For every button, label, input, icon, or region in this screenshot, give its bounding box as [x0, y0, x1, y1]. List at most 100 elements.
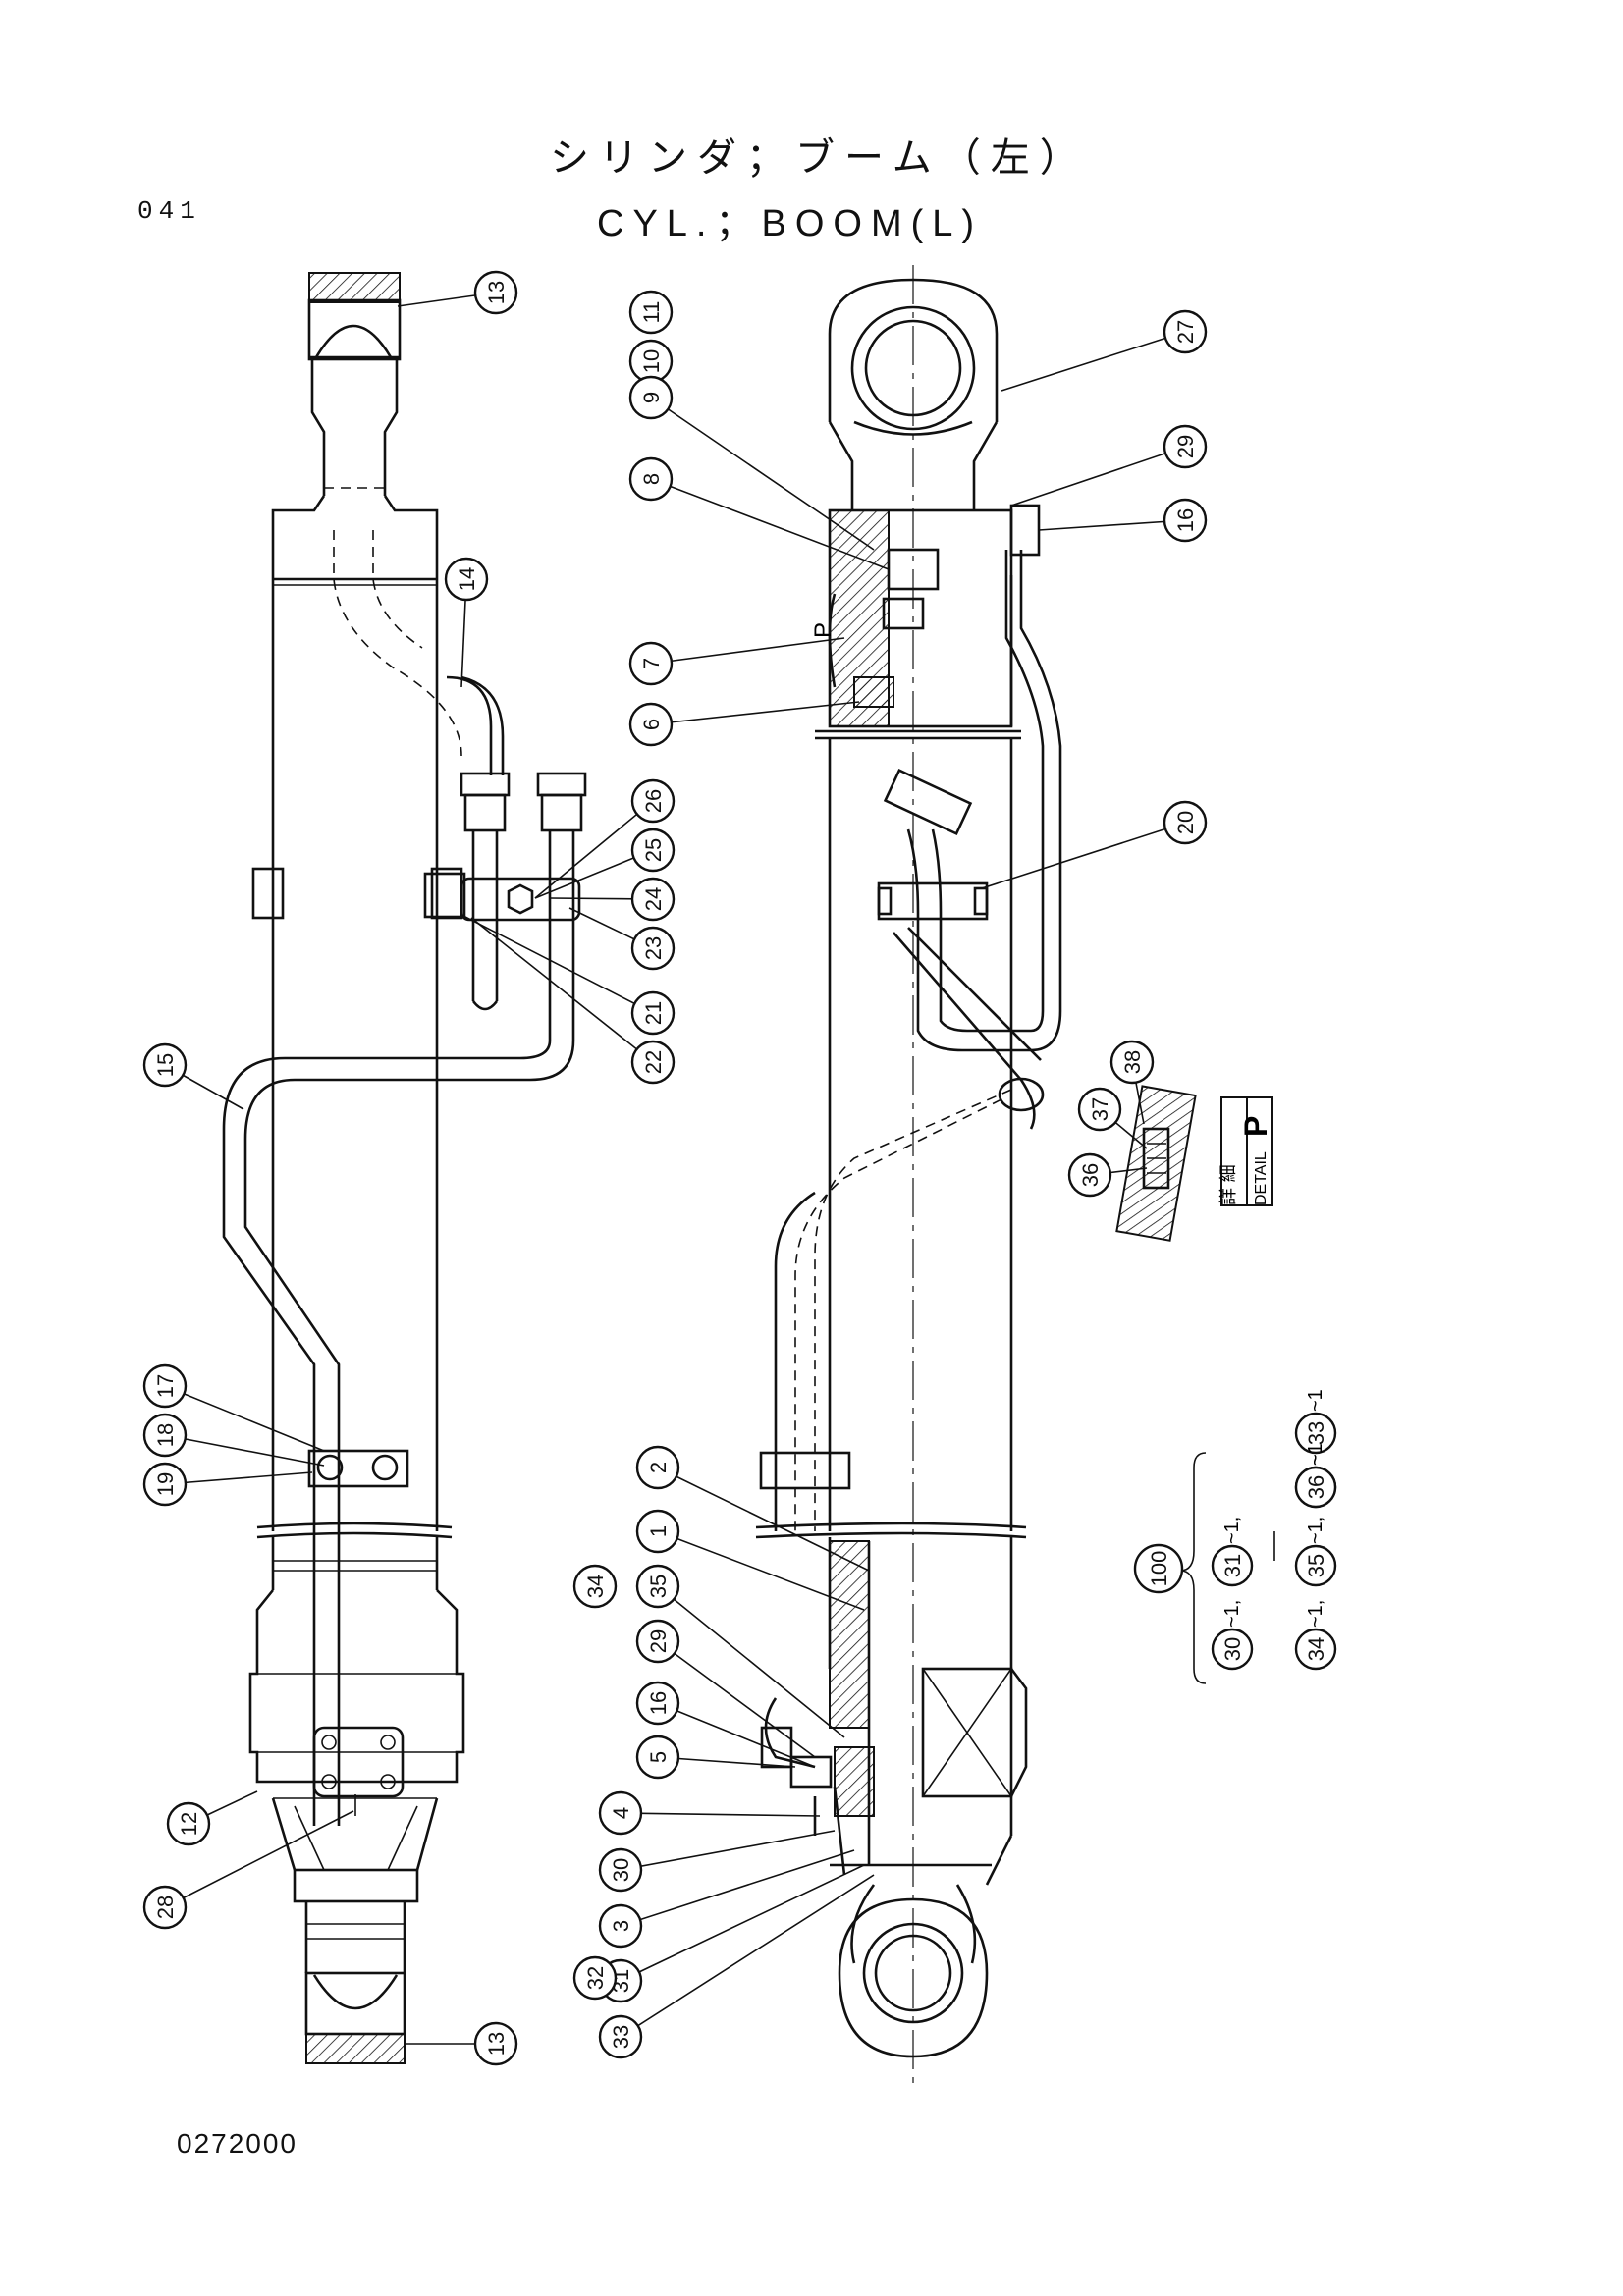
callout-label-left-15-8: 15 [153, 1053, 178, 1077]
callout-label-right-4-20: 4 [609, 1807, 633, 1819]
callout-right-33-25: 33 [598, 2014, 643, 2059]
callout-label-right-3-22: 3 [609, 1920, 633, 1932]
bottom-eye-right [838, 1884, 989, 2058]
callout-right-27-6: 27 [1163, 309, 1208, 354]
leader-right-1-14 [657, 1530, 865, 1611]
callout-left-18-10: 18 [142, 1413, 188, 1458]
callout-kit-30: 30 [1211, 1628, 1254, 1671]
callout-label-right-2-13: 2 [646, 1462, 671, 1473]
detail-p-box: 詳 細 DETAIL P [1218, 1096, 1273, 1206]
leader-left-28-13 [164, 1810, 354, 1908]
bottom-eye-left [304, 1901, 406, 2064]
callout-left-15-8: 15 [142, 1042, 188, 1088]
leader-right-6-5 [650, 701, 860, 725]
detail-p-section [1115, 1085, 1197, 1242]
kit-suffix-31: ~1, [1221, 1517, 1243, 1544]
kit-suffix-34: ~1, [1305, 1600, 1326, 1628]
title-english: CYL.；BOOM(L) [597, 203, 984, 244]
title-japanese: シリンダ；ブーム（左） [550, 135, 1089, 181]
callout-label-right-6-5: 6 [639, 719, 664, 730]
leader-right-33-25 [620, 1874, 875, 2038]
leader-right-20-9 [981, 822, 1186, 889]
callout-label-right-7-4: 7 [639, 658, 664, 669]
callout-label-kit-34: 34 [1304, 1637, 1328, 1661]
leader-left-21-6 [460, 914, 654, 1014]
detail-kanji: 詳 細 [1218, 1164, 1239, 1205]
callout-left-21-6: 21 [630, 990, 676, 1036]
kit-suffix-33: ~1 [1305, 1389, 1326, 1412]
drawing-number: 0272000 [177, 2128, 298, 2159]
callout-right-34-15: 34 [572, 1564, 618, 1609]
leader-right-9-2 [650, 397, 875, 551]
callout-left-14-1: 14 [444, 557, 489, 602]
callout-label-left-28-13: 28 [153, 1896, 178, 1919]
callout-label-right-20-9: 20 [1173, 811, 1198, 834]
leader-left-18-10 [164, 1434, 325, 1467]
leader-right-3-22 [620, 1849, 855, 1927]
leader-left-17-9 [164, 1385, 325, 1452]
leader-right-16-8 [1038, 519, 1186, 531]
callout-label-right-9-2: 9 [639, 392, 664, 403]
callout-label-right-29-7: 29 [1173, 435, 1198, 458]
callout-right-10-1: 10 [628, 339, 674, 384]
callout-label-right-16-8: 16 [1173, 508, 1198, 532]
callout-left-23-5: 23 [630, 926, 676, 971]
callout-label-left-24-4: 24 [641, 887, 666, 911]
detail-letter: P [1238, 1116, 1273, 1137]
leader-lines [164, 292, 1186, 2045]
callout-kit-31: 31 [1211, 1544, 1254, 1587]
callout-left-22-7: 22 [630, 1040, 676, 1085]
callout-label-left-21-6: 21 [641, 1001, 666, 1025]
callout-label-kit-36: 36 [1304, 1475, 1328, 1499]
leader-right-7-4 [650, 637, 845, 665]
callout-label-left-19-11: 19 [153, 1472, 178, 1496]
leader-right-29-17 [657, 1640, 816, 1758]
leader-right-2-13 [657, 1467, 870, 1572]
callout-right-3-22: 3 [598, 1903, 643, 1949]
kit-suffix-36: ~1 [1305, 1443, 1326, 1466]
callout-label-right-10-1: 10 [639, 349, 664, 373]
callout-kit-34: 34 [1294, 1628, 1337, 1671]
callout-label-left-23-5: 23 [641, 936, 666, 960]
detail-marker: P [810, 622, 837, 638]
leader-right-27-6 [1001, 331, 1186, 392]
barrel-right [755, 738, 1027, 1669]
callout-label-left-25-3: 25 [641, 838, 666, 862]
callout-kit-36: 36 [1294, 1466, 1337, 1509]
callout-right-8-3: 8 [628, 456, 674, 502]
callout-label-right-8-3: 8 [639, 473, 664, 485]
callout-right-4-20: 4 [598, 1790, 643, 1836]
callout-right-29-17: 29 [635, 1619, 680, 1664]
callout-right-32-24: 32 [572, 1955, 618, 2001]
callout-label-right-37-11: 37 [1088, 1097, 1112, 1121]
callout-label-right-32-24: 32 [583, 1966, 608, 1990]
callout-right-38-10: 38 [1109, 1040, 1155, 1085]
callout-right-36-12: 36 [1067, 1152, 1112, 1198]
leader-left-26-2 [534, 800, 654, 899]
pipe-14 [446, 675, 493, 775]
top-eye-right [828, 278, 999, 510]
callout-label-kit-31: 31 [1220, 1554, 1245, 1577]
callout-left-13-0: 13 [473, 270, 518, 315]
page-number: 041 [137, 196, 201, 226]
leader-right-35-16 [657, 1585, 845, 1738]
callout-label-right-5-19: 5 [646, 1751, 671, 1763]
callout-right-9-2: 9 [628, 375, 674, 420]
band-clip-left [251, 867, 285, 920]
callout-left-19-11: 19 [142, 1462, 188, 1507]
callout-label-right-30-21: 30 [609, 1858, 633, 1882]
pipe-20 [759, 550, 1062, 1531]
callout-left-12-12: 12 [166, 1801, 211, 1846]
leader-right-4-20 [620, 1812, 821, 1817]
callout-right-5-19: 5 [635, 1735, 680, 1780]
pipe-fittings [423, 772, 587, 1041]
callout-left-17-9: 17 [142, 1363, 188, 1409]
callout-right-16-18: 16 [635, 1681, 680, 1726]
callout-label-kit-100: 100 [1147, 1551, 1171, 1587]
callout-balloons: 1314262524232122151718191228131110987627… [142, 270, 1208, 2066]
leader-right-30-21 [620, 1830, 836, 1871]
callout-label-left-18-10: 18 [153, 1423, 178, 1447]
callout-label-right-16-18: 16 [646, 1691, 671, 1715]
callout-left-24-4: 24 [630, 877, 676, 922]
